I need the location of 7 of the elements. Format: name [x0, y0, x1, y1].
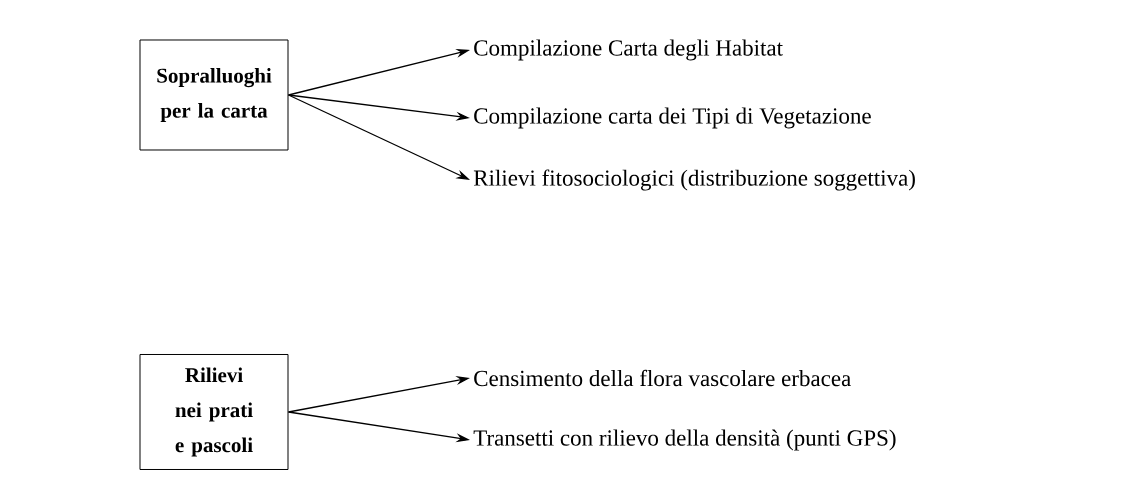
process-box: Sopralluoghi per la carta: [139, 39, 289, 151]
item-text: Compilazione carta dei Tipi di Vegetazione: [474, 107, 871, 129]
item-text: Compilazione Carta degli Habitat: [474, 39, 783, 61]
item-text: Transetti con rilievo della densità (punti GPS): [473, 429, 896, 451]
item-text: Censimento della flora vascolare erbacea: [474, 369, 851, 387]
item-text: Rilievi fitosociologici (distribuzione soggettiva): [473, 169, 915, 191]
process-box: Rilievi nei prati e pascoli: [139, 354, 289, 470]
